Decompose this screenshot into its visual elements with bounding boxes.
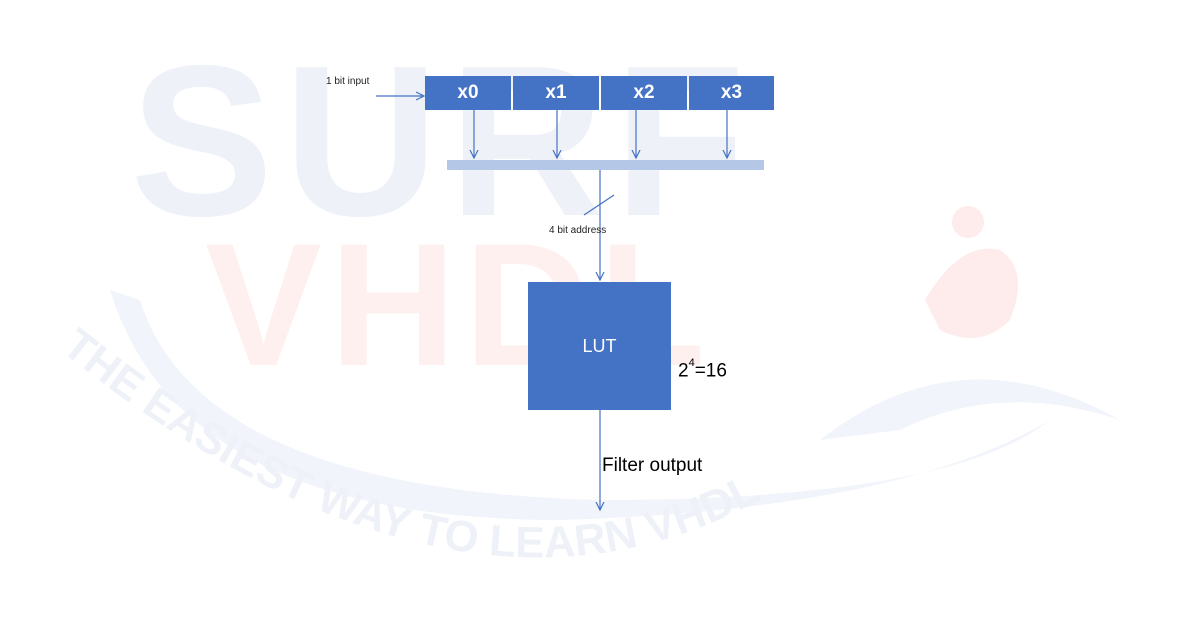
watermark-surfer-body	[925, 248, 1018, 338]
lut-size-label: 24=16	[678, 357, 727, 382]
lut-size-exponent: 4	[688, 357, 695, 369]
register-cell-x1: x1	[513, 76, 599, 110]
lut-label: LUT	[582, 335, 617, 356]
lut-size-base: 2	[678, 360, 689, 382]
address-label: 4 bit address	[549, 225, 607, 236]
lut-block: LUT	[528, 282, 671, 410]
watermark-wave-right	[820, 379, 1120, 440]
lut-size-result: =16	[694, 360, 727, 382]
register-cell-x3: x3	[689, 76, 774, 110]
input-label: 1 bit input	[326, 76, 370, 87]
address-bus-bar	[447, 160, 764, 170]
watermark-logo-top: SURF	[130, 20, 755, 261]
filter-output-label: Filter output	[602, 455, 703, 476]
register-cell-x0: x0	[425, 76, 511, 110]
register-cell-x2: x2	[601, 76, 687, 110]
bus-width-slash	[583, 194, 615, 216]
watermark-surfer-head	[952, 206, 984, 238]
